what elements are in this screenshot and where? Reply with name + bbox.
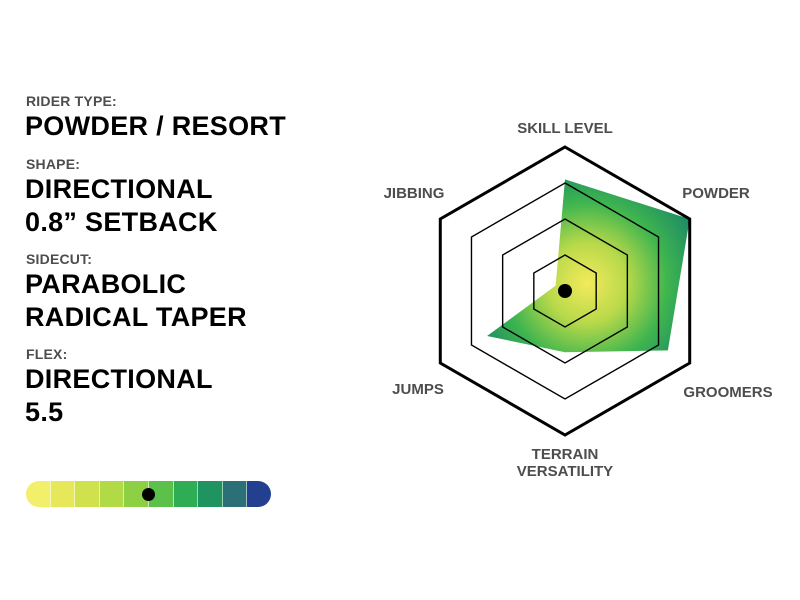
radar-data-area xyxy=(487,179,690,353)
radar-grid-ring xyxy=(501,218,629,364)
sidecut-label: SIDECUT: xyxy=(26,251,93,267)
flex-scale-segment xyxy=(26,481,51,507)
spec-list: RIDER TYPE: POWDER / RESORT SHAPE: DIREC… xyxy=(25,92,356,439)
rider-type-value: POWDER / RESORT xyxy=(25,111,287,141)
flex-scale-marker xyxy=(142,488,155,501)
rider-type-label: RIDER TYPE: xyxy=(26,93,117,109)
axis-label-groomers: GROOMERS xyxy=(683,384,772,401)
axis-label-powder: POWDER xyxy=(682,185,750,202)
flex-scale-segment xyxy=(198,481,223,507)
flex-value-line-2: 5.5 xyxy=(25,397,64,427)
axis-label-jibbing: JIBBING xyxy=(384,185,445,202)
flex-scale-segment xyxy=(173,481,199,507)
radar-grid-ring xyxy=(533,254,597,328)
spec-sidecut: SIDECUT: PARABOLIC RADICAL TAPER xyxy=(25,250,356,334)
shape-value-line-1: DIRECTIONAL xyxy=(25,174,213,204)
sidecut-value-line-1: PARABOLIC xyxy=(25,269,187,299)
spec-shape: SHAPE: DIRECTIONAL 0.8” SETBACK xyxy=(25,155,356,239)
flex-scale-segment xyxy=(50,481,76,507)
spec-rider-type: RIDER TYPE: POWDER / RESORT xyxy=(25,92,356,143)
flex-scale-segment xyxy=(247,481,271,507)
axis-label-jumps: JUMPS xyxy=(392,381,444,398)
shape-label: SHAPE: xyxy=(26,156,81,172)
sidecut-value-line-2: RADICAL TAPER xyxy=(25,302,247,332)
flex-scale-segment xyxy=(75,481,100,507)
flex-value-line-1: DIRECTIONAL xyxy=(25,364,213,394)
axis-label-skill-level: SKILL LEVEL xyxy=(517,120,613,137)
flex-scale-segment xyxy=(222,481,248,507)
flex-scale-segment xyxy=(99,481,125,507)
flex-label: FLEX: xyxy=(26,346,68,362)
spec-flex: FLEX: DIRECTIONAL 5.5 xyxy=(25,345,356,429)
radar-center-dot xyxy=(558,284,572,298)
shape-value-line-2: 0.8” SETBACK xyxy=(25,207,218,237)
radar-grid-ring xyxy=(470,182,660,400)
radar-outer-border xyxy=(438,145,692,437)
